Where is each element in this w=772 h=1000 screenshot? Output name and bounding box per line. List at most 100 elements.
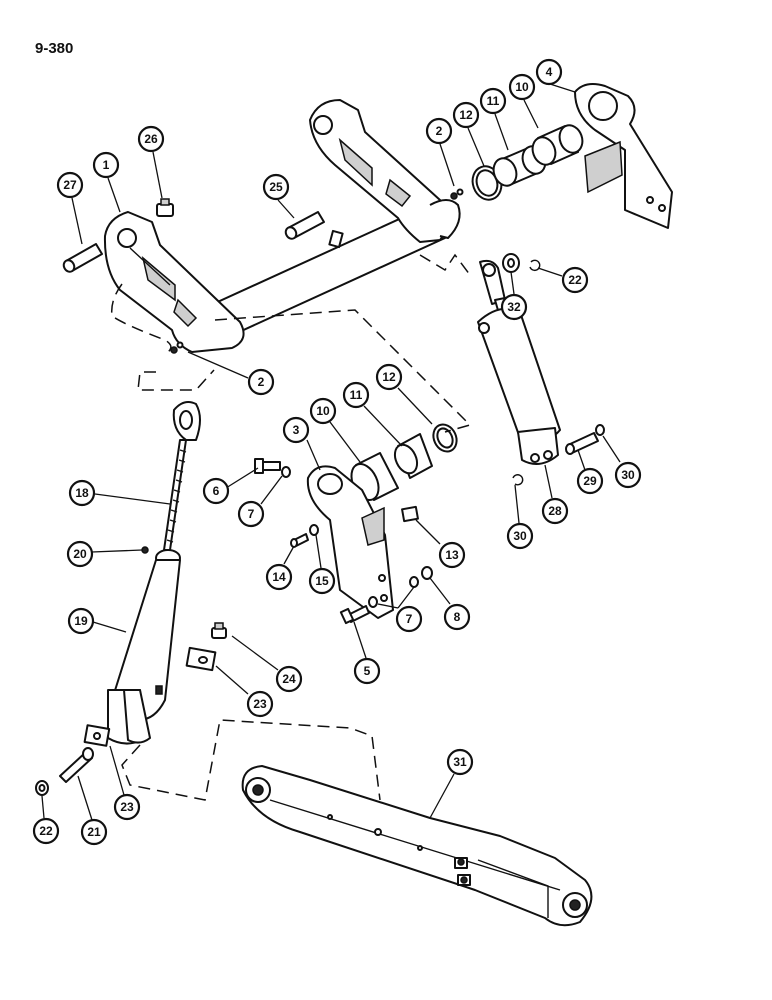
callout-3: 3	[282, 416, 310, 444]
callout-24: 24	[275, 665, 303, 693]
lift-rod-18	[163, 401, 201, 551]
bracket-4	[574, 83, 673, 229]
callouts: 1 26 27 25 2 12 11 10 4 22 32 2 12 11 10…	[32, 58, 642, 846]
callout-21: 21	[80, 818, 108, 846]
svg-text:1: 1	[103, 158, 110, 172]
svg-text:22: 22	[39, 824, 53, 838]
callout-1: 1	[92, 151, 120, 179]
callout-14: 14	[265, 563, 293, 591]
callout-6: 6	[202, 477, 230, 505]
callout-29: 29	[576, 467, 604, 495]
svg-text:18: 18	[75, 486, 89, 500]
page-number: 9-380	[35, 40, 74, 57]
lower-link-31	[241, 765, 593, 927]
svg-text:27: 27	[63, 178, 77, 192]
lift-link-19	[107, 549, 181, 745]
svg-text:7: 7	[406, 612, 413, 626]
clip-22-lower	[35, 780, 49, 796]
callout-22-upper: 22	[561, 266, 589, 294]
svg-text:23: 23	[253, 697, 267, 711]
fitting-24	[211, 622, 227, 639]
grease-fitting-upper	[450, 188, 464, 200]
callout-12-lower: 12	[375, 363, 403, 391]
callout-18: 18	[68, 479, 96, 507]
callout-7-upper: 7	[237, 500, 265, 528]
svg-text:8: 8	[454, 610, 461, 624]
pin-25	[284, 211, 325, 240]
svg-text:7: 7	[248, 507, 255, 521]
callout-4: 4	[535, 58, 563, 86]
svg-text:30: 30	[513, 529, 527, 543]
svg-text:2: 2	[436, 124, 443, 138]
callout-22-lower: 22	[32, 817, 60, 845]
svg-text:10: 10	[316, 404, 330, 418]
callout-11-upper: 11	[479, 87, 507, 115]
plate-13	[401, 505, 419, 523]
callout-15: 15	[308, 567, 336, 595]
clip-30-left	[512, 474, 524, 486]
svg-text:30: 30	[621, 468, 635, 482]
callout-19: 19	[67, 607, 95, 635]
svg-text:19: 19	[74, 614, 88, 628]
svg-text:21: 21	[87, 825, 101, 839]
upper-bushings	[471, 124, 584, 201]
callout-5: 5	[353, 657, 381, 685]
callout-2-upper: 2	[425, 117, 453, 145]
callout-8: 8	[443, 603, 471, 631]
callout-26: 26	[137, 125, 165, 153]
callout-32: 32	[500, 293, 528, 321]
callout-20: 20	[66, 540, 94, 568]
callout-31: 31	[446, 748, 474, 776]
alignment-lines	[110, 253, 472, 801]
svg-text:12: 12	[382, 370, 396, 384]
grease-fitting-lower	[170, 341, 184, 354]
callout-7-lower: 7	[395, 605, 423, 633]
pin-27	[62, 243, 103, 273]
svg-text:12: 12	[459, 108, 473, 122]
callout-28: 28	[541, 497, 569, 525]
washer-7-upper	[281, 466, 291, 478]
plate-23-lower	[83, 724, 111, 747]
svg-text:5: 5	[364, 664, 371, 678]
leader-lines	[41, 83, 621, 821]
callout-25: 25	[262, 173, 290, 201]
clip-30-right	[595, 424, 605, 436]
callout-23-lower: 23	[113, 793, 141, 821]
callout-30-right: 30	[614, 461, 642, 489]
callout-11-lower: 11	[342, 381, 370, 409]
washer-32	[502, 253, 520, 273]
svg-text:31: 31	[453, 755, 467, 769]
rockshaft-assembly	[103, 99, 461, 353]
callout-23-upper: 23	[246, 690, 274, 718]
svg-text:23: 23	[120, 800, 134, 814]
washer-15	[309, 524, 319, 536]
svg-text:2: 2	[258, 375, 265, 389]
svg-text:4: 4	[546, 65, 553, 79]
pin-29	[565, 432, 599, 455]
svg-text:13: 13	[445, 548, 459, 562]
callout-2-lower: 2	[247, 368, 275, 396]
svg-text:10: 10	[515, 80, 529, 94]
pin-21	[59, 747, 94, 783]
washer-7-lower	[368, 576, 419, 608]
svg-text:26: 26	[144, 132, 158, 146]
callout-27: 27	[56, 171, 84, 199]
callout-10-lower: 10	[309, 397, 337, 425]
svg-text:28: 28	[548, 504, 562, 518]
svg-text:14: 14	[272, 570, 286, 584]
callout-12-upper: 12	[452, 101, 480, 129]
callout-10-upper: 10	[508, 73, 536, 101]
bolt-5	[339, 605, 370, 625]
nut-8	[421, 566, 433, 580]
svg-text:25: 25	[269, 180, 283, 194]
svg-text:29: 29	[583, 474, 597, 488]
cylinder-28	[477, 259, 561, 465]
svg-text:15: 15	[315, 574, 329, 588]
svg-text:3: 3	[293, 423, 300, 437]
svg-text:32: 32	[507, 300, 521, 314]
plate-23	[185, 646, 217, 672]
callout-13: 13	[438, 541, 466, 569]
fitting-20	[141, 546, 149, 554]
bolt-14	[290, 533, 309, 548]
